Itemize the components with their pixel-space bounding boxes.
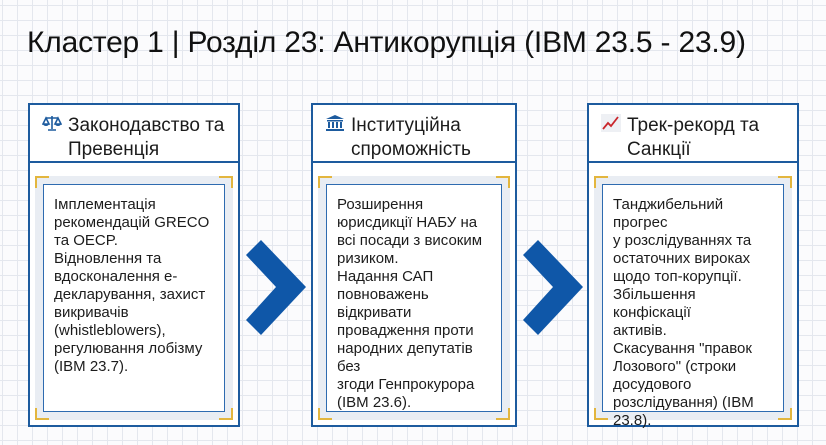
institution-icon <box>325 114 347 161</box>
chart-increasing-icon <box>601 114 623 161</box>
chevron-right-icon <box>523 240 583 335</box>
scales-icon <box>41 114 64 161</box>
page-title: Кластер 1 | Розділ 23: Антикорупція (IBM… <box>27 26 746 59</box>
chevron-right-icon <box>246 240 306 335</box>
